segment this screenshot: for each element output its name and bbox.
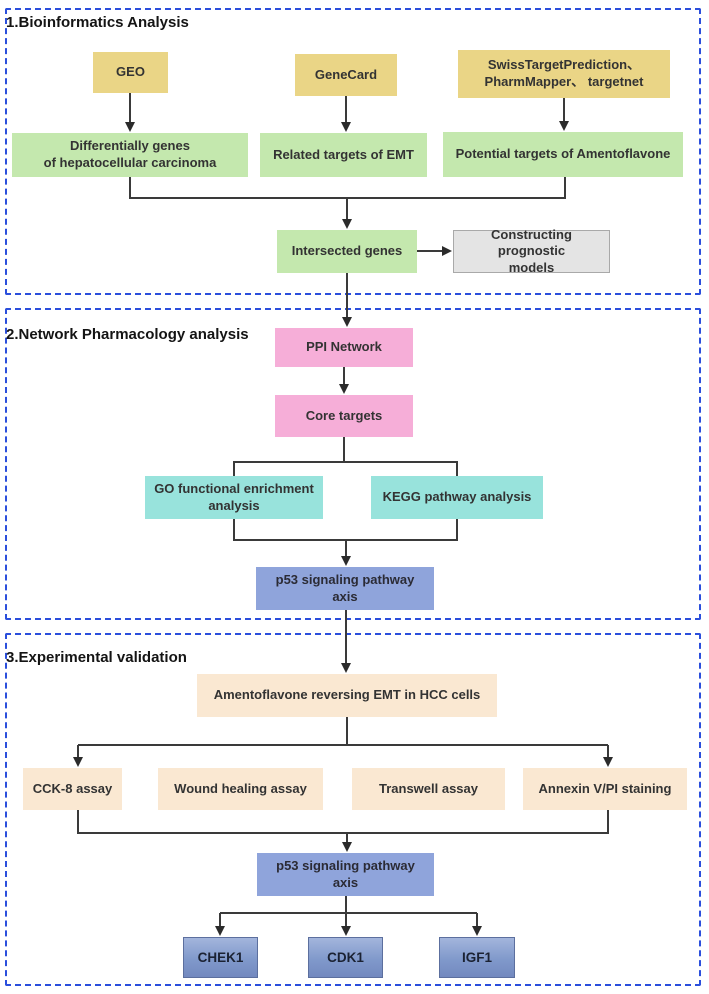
section-bioinformatics-frame [5, 8, 701, 295]
box-annexin-pi-staining: Annexin V/PI staining [523, 768, 687, 810]
box-gene-igf1: IGF1 [439, 937, 515, 978]
box-transwell-assay: Transwell assay [352, 768, 505, 810]
box-amentoflavone-reversing-emt: Amentoflavone reversing EMT in HCC cells [197, 674, 497, 717]
box-p53-pathway-axis-np: p53 signaling pathway axis [256, 567, 434, 610]
box-genecard-database: GeneCard [295, 54, 397, 96]
box-differential-genes: Differentially genes of hepatocellular c… [12, 133, 248, 177]
box-cck8-assay: CCK-8 assay [23, 768, 122, 810]
box-geo-database: GEO [93, 52, 168, 93]
box-gene-chek1: CHEK1 [183, 937, 258, 978]
box-intersected-genes: Intersected genes [277, 230, 417, 273]
box-go-enrichment: GO functional enrichment analysis [145, 476, 323, 519]
box-ppi-network: PPI Network [275, 328, 413, 367]
section-experimental-frame [5, 633, 701, 986]
section-network-pharmacology-frame [5, 308, 701, 620]
box-core-targets: Core targets [275, 395, 413, 437]
section-title-network-pharmacology: 2.Network Pharmacology analysis [6, 326, 249, 343]
box-gene-cdk1: CDK1 [308, 937, 383, 978]
box-amentoflavone-targets: Potential targets of Amentoflavone [443, 132, 683, 177]
box-target-prediction-databases: SwissTargetPrediction、 PharmMapper、 targ… [458, 50, 670, 98]
box-kegg-analysis: KEGG pathway analysis [371, 476, 543, 519]
section-title-experimental: 3.Experimental validation [6, 649, 187, 666]
section-title-bioinformatics: 1.Bioinformatics Analysis [6, 14, 189, 31]
box-emt-targets: Related targets of EMT [260, 133, 427, 177]
box-prognostic-models: Constructing prognostic models [453, 227, 610, 275]
box-wound-healing-assay: Wound healing assay [158, 768, 323, 810]
box-p53-pathway-axis-exp: p53 signaling pathway axis [257, 853, 434, 896]
